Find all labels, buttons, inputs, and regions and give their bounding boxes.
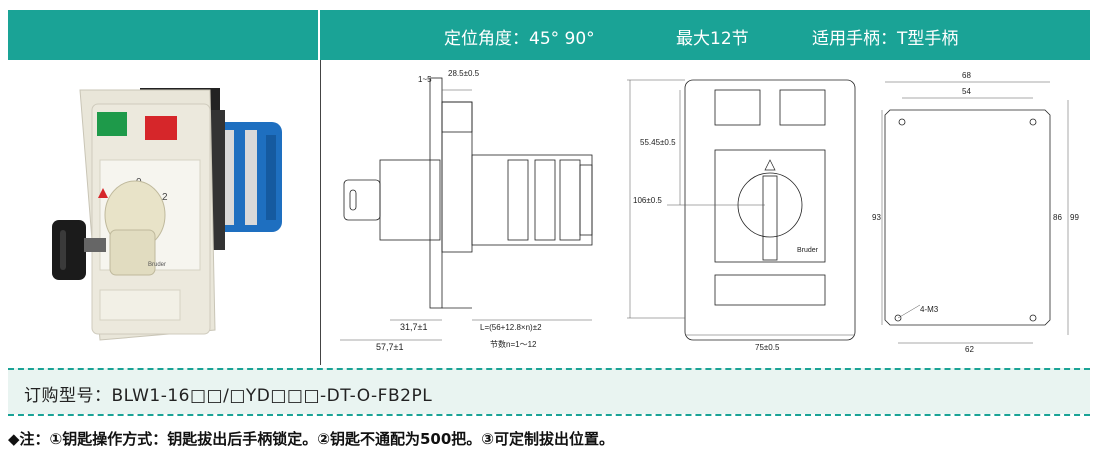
dim-86: 86 [1053, 213, 1062, 222]
front-view-drawing: 55.45±0.5 106±0.5 75±0.5 Bruder [627, 79, 856, 352]
dashed-separator-top [8, 368, 1090, 370]
mount-view-drawing: 68 54 93 86 99 62 4-M3 [872, 71, 1079, 354]
hole-spec: 4-M3 [920, 305, 939, 314]
banner-divider [318, 10, 320, 60]
dim-54: 54 [962, 87, 971, 96]
key-icon [52, 220, 86, 280]
section-divider [320, 60, 321, 365]
side-view-drawing: 1~5 28.5±0.5 31,7±1 57,7±1 L=(56+12.8×n)… [340, 69, 593, 352]
dim-75: 75±0.5 [755, 343, 780, 352]
dim-93: 93 [872, 213, 881, 222]
red-indicator [145, 116, 177, 140]
note-text: ◆注：①钥匙操作方式：钥匙拔出后手柄锁定。②钥匙不通配为500把。③可定制拔出位… [8, 430, 614, 448]
order-model-section: 订购型号：BLW1-16□□/□YD□□□-DT-O-FB2PL [8, 368, 1090, 414]
spec-banner [8, 10, 1090, 60]
dim-length-formula: L=(56+12.8×n)±2 [480, 323, 542, 332]
dim-57-7: 57,7±1 [376, 342, 403, 352]
dim-62: 62 [965, 345, 974, 354]
max-sections-spec: 最大12节 [676, 29, 749, 49]
green-indicator [97, 112, 127, 136]
angle-spec: 定位角度：45° 90° [444, 29, 595, 49]
dim-68: 68 [962, 71, 971, 80]
brand-label: Bruder [797, 247, 819, 254]
dim-99: 99 [1070, 213, 1079, 222]
order-model-text: 订购型号：BLW1-16□□/□YD□□□-DT-O-FB2PL [24, 386, 433, 406]
dashed-separator-bottom [8, 414, 1090, 416]
product-photo: 0 2 Bruder [52, 88, 282, 341]
dim-106: 106±0.5 [633, 196, 662, 205]
dim-28-5: 28.5±0.5 [448, 69, 480, 78]
dim-31-7: 31,7±1 [400, 322, 427, 332]
sections-range: 节数n=1～12 [490, 339, 537, 349]
handle-spec: 适用手柄：T型手柄 [812, 29, 959, 49]
brand-mark: Bruder [148, 262, 166, 268]
dim-1-5: 1~5 [418, 75, 432, 84]
dim-55-45: 55.45±0.5 [640, 138, 676, 147]
position-2-label: 2 [162, 192, 168, 203]
